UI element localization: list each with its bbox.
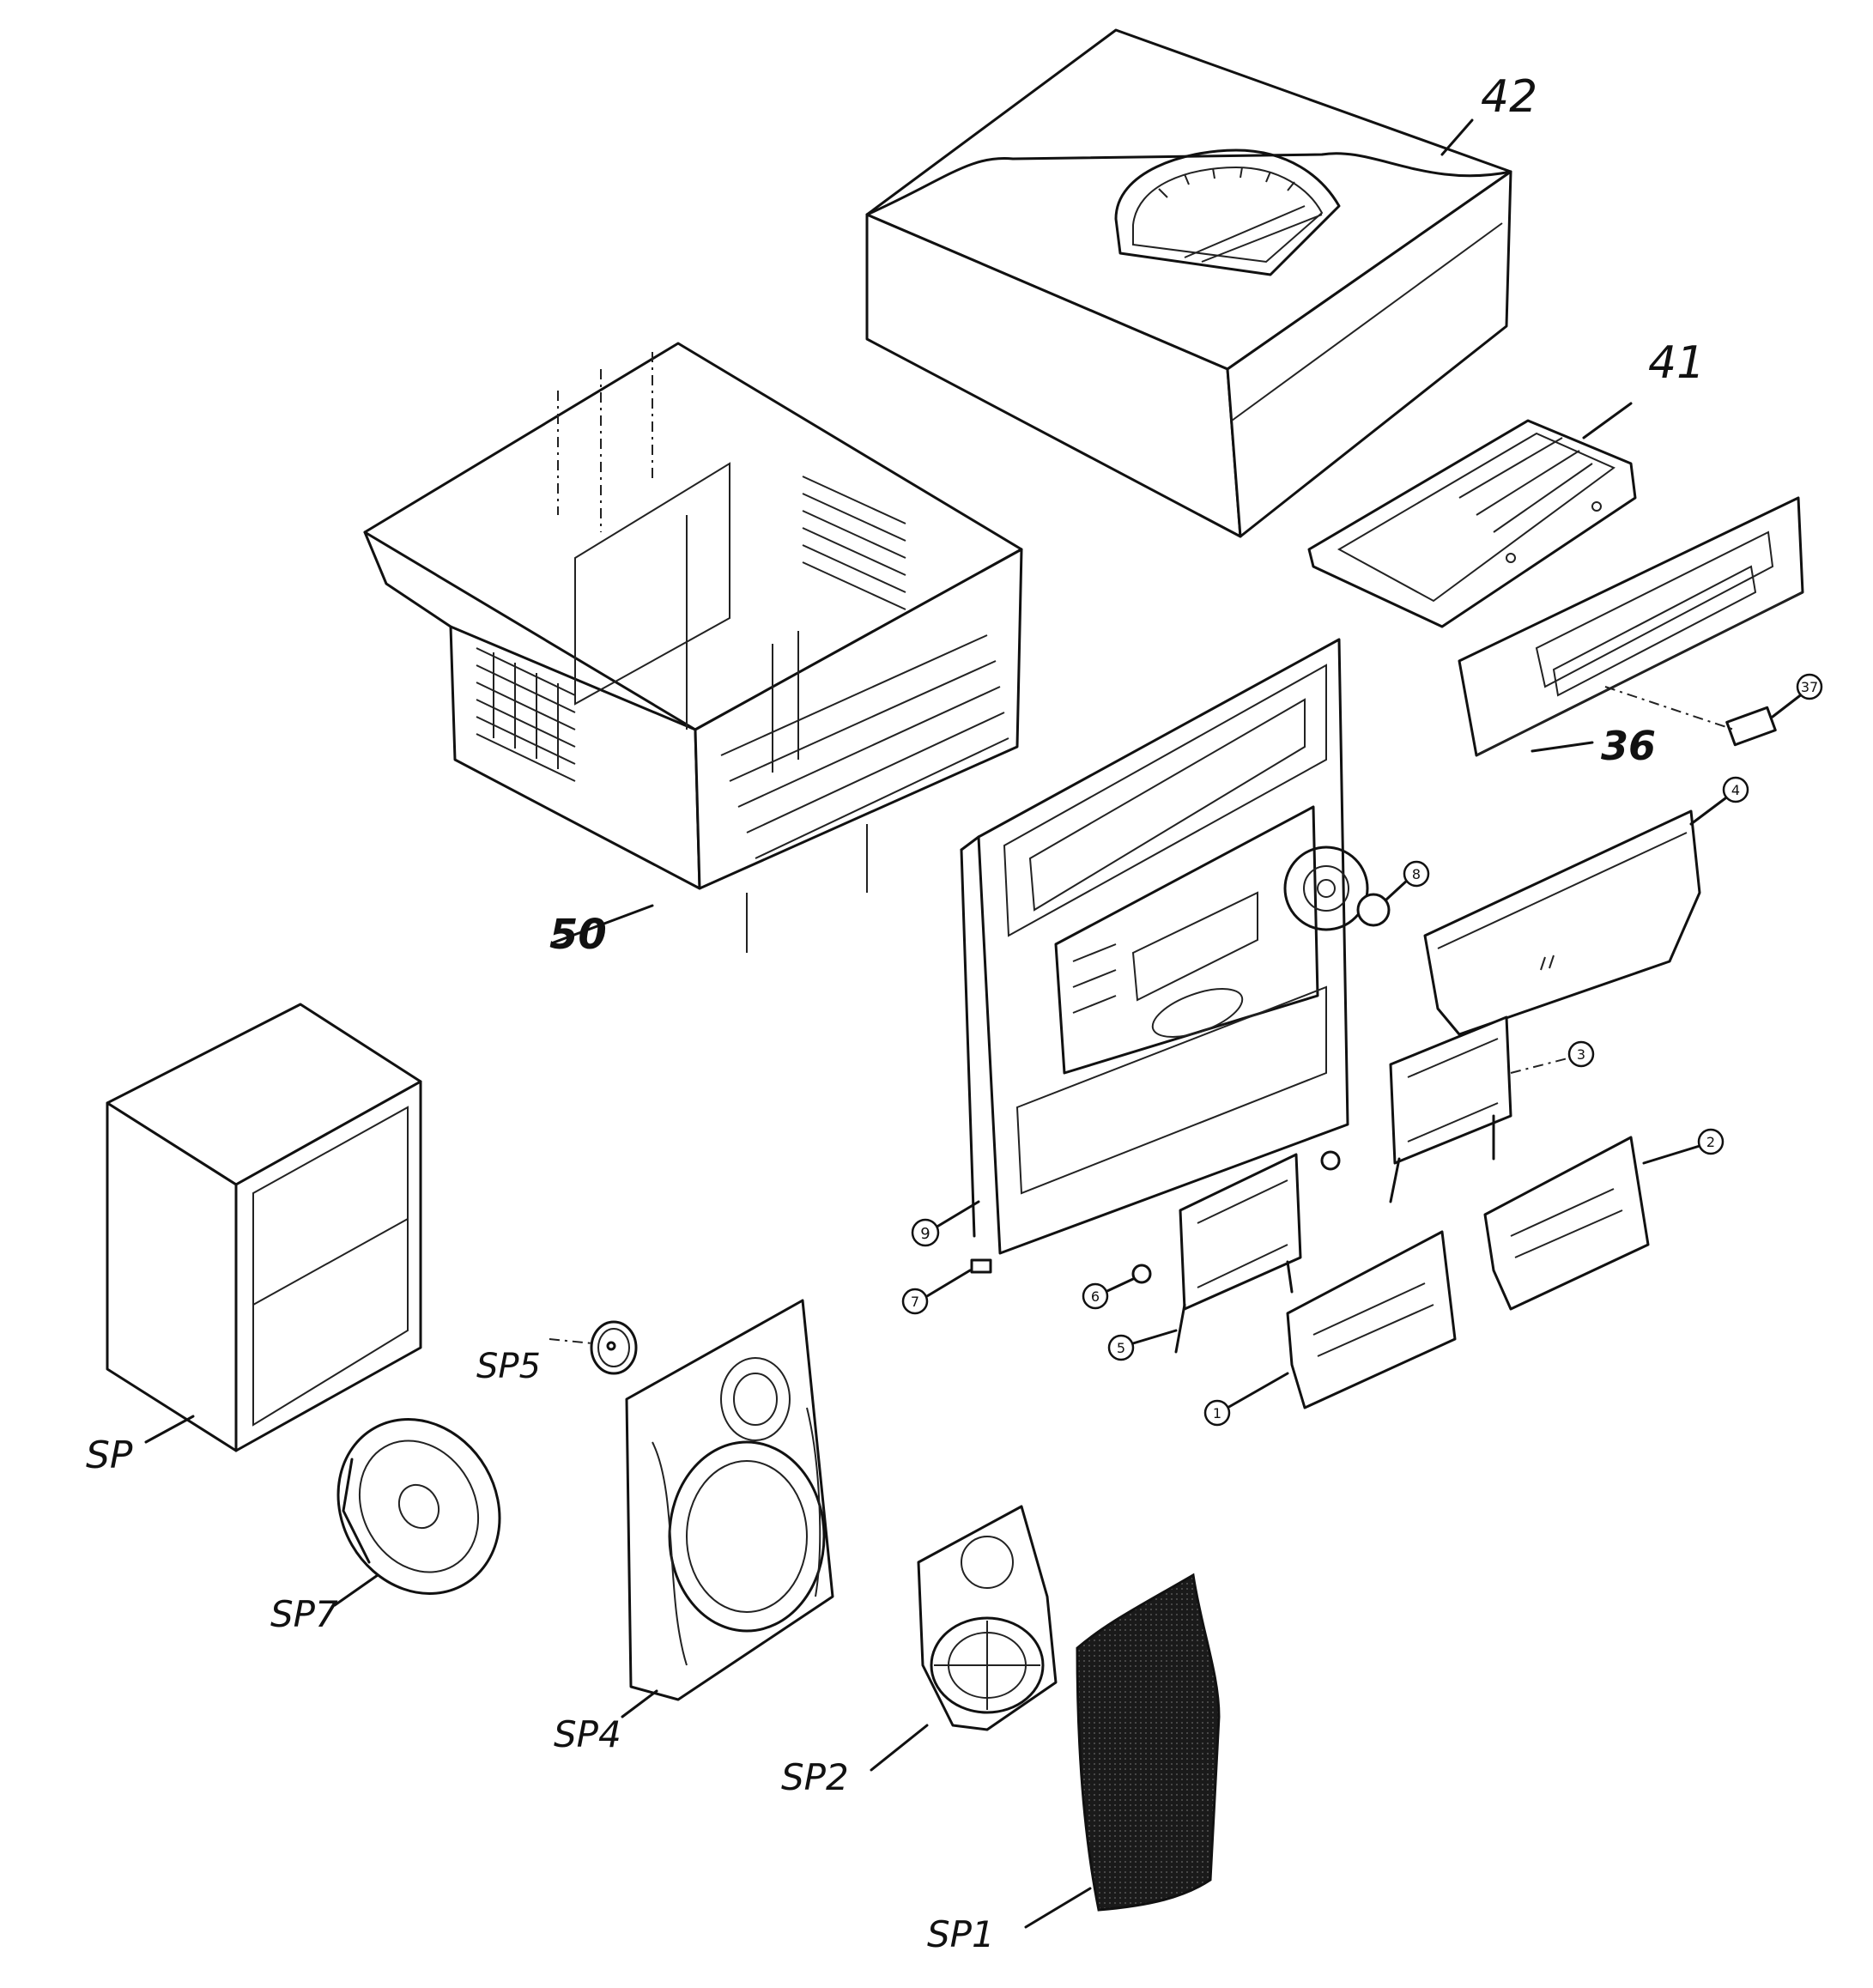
leader-line-sp4 — [621, 1689, 658, 1718]
callout-circle-7 — [901, 1288, 929, 1315]
label-sp4: SP4 — [554, 1713, 621, 1755]
callout-circle-9 — [911, 1218, 940, 1247]
leader-line-36 — [1531, 741, 1594, 753]
leader-line-4 — [1689, 797, 1727, 826]
label-sp7: SP7 — [270, 1593, 338, 1635]
chassis-floor-grid — [720, 634, 1009, 859]
cassette-door-part-36 — [1458, 496, 1804, 757]
foot-part-7 — [970, 1258, 992, 1274]
leader-line-sp — [144, 1415, 195, 1444]
label-42: 42 — [1481, 71, 1537, 123]
leader-line-42 — [1440, 118, 1474, 156]
leader-line-7 — [925, 1269, 972, 1298]
chassis-part-50 — [363, 342, 1023, 953]
leader-line-50 — [552, 904, 654, 944]
rear-vent — [802, 476, 906, 610]
top-cover-part-42 — [865, 28, 1512, 538]
callout-circle-8 — [1403, 860, 1430, 888]
leader-line-sp7 — [333, 1573, 379, 1607]
label-2: 2 — [1706, 1134, 1715, 1150]
leader-line-6 — [1106, 1277, 1135, 1293]
leader-line-1 — [1226, 1372, 1289, 1409]
callout-circle-2 — [1697, 1128, 1724, 1155]
callout-circle-5 — [1107, 1334, 1135, 1361]
label-1: 1 — [1213, 1405, 1221, 1421]
label-8: 8 — [1412, 866, 1421, 882]
leader-line-5 — [1131, 1329, 1178, 1345]
label-4: 4 — [1731, 782, 1740, 798]
leader-line-3 — [1510, 1057, 1572, 1074]
label-41: 41 — [1648, 337, 1705, 389]
cassette-mechanism-part-3 — [1389, 1015, 1512, 1203]
leader-line-sp1 — [1024, 1887, 1092, 1929]
label-9: 9 — [920, 1225, 930, 1243]
label-50: 50 — [549, 911, 607, 959]
label-36: 36 — [1601, 723, 1656, 769]
cassette-door-part-2 — [1483, 1136, 1650, 1311]
callout-circle-4 — [1722, 776, 1749, 803]
spring-part-6 — [1131, 1264, 1152, 1284]
label-sp1: SP1 — [927, 1913, 995, 1955]
front-panel-part-9 — [960, 638, 1369, 1255]
speaker-grille-part-sp2 — [917, 1505, 1058, 1731]
cassette-mechanism-part-5 — [1174, 1153, 1302, 1354]
label-6: 6 — [1091, 1288, 1100, 1305]
callout-circle-6 — [1082, 1282, 1109, 1310]
knob-part-8 — [1356, 893, 1391, 927]
leader-line-sp5 — [549, 1338, 593, 1344]
leader-line-8 — [1385, 878, 1409, 901]
label-sp2: SP2 — [781, 1756, 849, 1798]
label-7: 7 — [911, 1294, 919, 1310]
speaker-box-part-sp — [106, 1003, 422, 1452]
woofer-part-sp7 — [336, 1418, 501, 1595]
badge-part-37 — [1725, 706, 1777, 747]
label-3: 3 — [1577, 1046, 1585, 1063]
speaker-front-part-sp4 — [625, 1299, 834, 1701]
leader-line-41 — [1582, 402, 1633, 439]
callout-circle-37 — [1796, 673, 1823, 700]
leader-line-2 — [1642, 1144, 1701, 1165]
cassette-door-part-1 — [1286, 1230, 1457, 1409]
cd-door-cover-part-41 — [1307, 419, 1637, 628]
callout-circle-3 — [1567, 1040, 1595, 1068]
label-5: 5 — [1117, 1340, 1125, 1356]
callout-circle-1 — [1203, 1399, 1231, 1427]
label-sp5: SP5 — [476, 1347, 541, 1386]
speaker-cloth-part-sp1 — [1076, 1573, 1221, 1912]
label-37: 37 — [1801, 679, 1818, 695]
panel-door-part-4 — [1423, 809, 1701, 1036]
left-side-vent — [476, 647, 576, 782]
leader-line-9 — [934, 1200, 980, 1229]
label-sp: SP — [86, 1433, 133, 1477]
leader-line-sp2 — [870, 1724, 929, 1772]
